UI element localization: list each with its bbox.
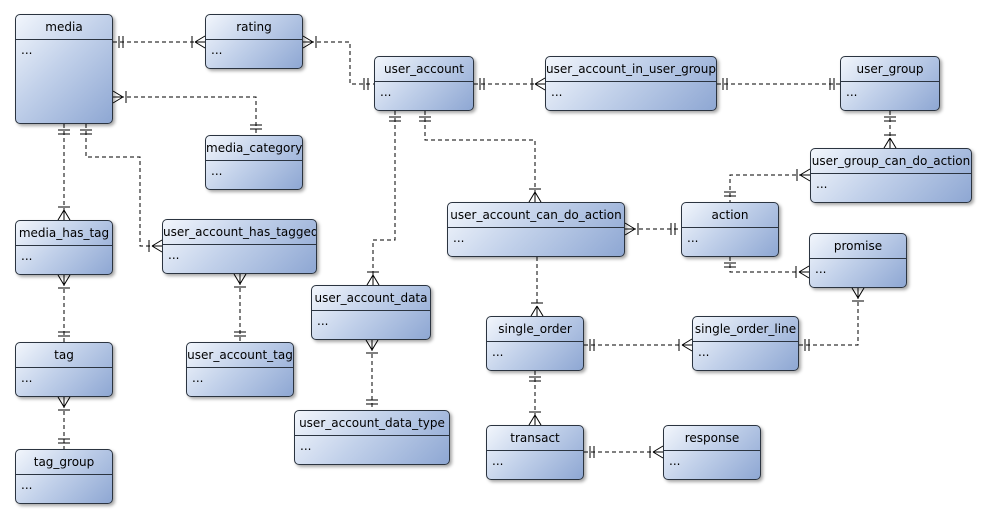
entity-name: user_account_has_tagged bbox=[163, 220, 316, 245]
entity-media-has-tag[interactable]: media_has_tag... bbox=[15, 220, 113, 275]
relationship-user-account-to-user-account-can-do-action[interactable] bbox=[419, 111, 542, 203]
relationship-rating-to-user-account[interactable] bbox=[302, 35, 374, 90]
entity-media[interactable]: media... bbox=[15, 14, 113, 124]
entity-name: promise bbox=[810, 234, 906, 259]
entity-response[interactable]: response... bbox=[663, 425, 761, 480]
entity-user-account-data-type[interactable]: user_account_data_type... bbox=[294, 410, 450, 465]
entity-attributes: ... bbox=[21, 43, 33, 57]
entity-name: rating bbox=[206, 15, 302, 40]
entity-attributes: ... bbox=[300, 439, 312, 453]
entity-name: user_account_data_type bbox=[295, 411, 449, 436]
entity-attributes: ... bbox=[211, 43, 223, 57]
entity-name: single_order_line bbox=[693, 317, 798, 342]
entity-attributes: ... bbox=[317, 314, 329, 328]
relationship-media-to-media-has-tag[interactable] bbox=[57, 124, 71, 221]
relationship-user-account-in-user-group-to-user-group[interactable] bbox=[717, 78, 840, 90]
entity-attributes: ... bbox=[816, 177, 828, 191]
entity-user-account-data[interactable]: user_account_data... bbox=[311, 285, 431, 340]
relationship-media-to-media-category[interactable] bbox=[112, 90, 262, 135]
entity-user-account-tag[interactable]: user_account_tag... bbox=[186, 342, 294, 397]
entity-media-category[interactable]: media_category... bbox=[205, 135, 303, 190]
relationship-user-account-to-user-account-data[interactable] bbox=[366, 111, 401, 286]
entity-attributes: ... bbox=[669, 454, 681, 468]
entity-attributes: ... bbox=[698, 345, 710, 359]
entity-attributes: ... bbox=[492, 454, 504, 468]
entity-rating[interactable]: rating... bbox=[205, 14, 303, 69]
entity-name: user_group bbox=[841, 57, 939, 82]
entity-attributes: ... bbox=[492, 345, 504, 359]
entity-name: user_account_tag bbox=[187, 343, 293, 368]
relationship-single-order-line-to-promise[interactable] bbox=[799, 287, 865, 351]
entity-attributes: ... bbox=[21, 371, 33, 385]
entity-single-order[interactable]: single_order... bbox=[486, 316, 584, 371]
entity-attributes: ... bbox=[815, 262, 827, 276]
relationship-user-group-to-user-group-can-do-action[interactable] bbox=[883, 111, 897, 149]
relationship-user-account-can-do-action-to-action[interactable] bbox=[624, 222, 681, 236]
relationship-user-account-data-to-user-account-data-type[interactable] bbox=[365, 339, 379, 410]
entity-name: response bbox=[664, 426, 760, 451]
entity-name: tag bbox=[16, 343, 112, 368]
entity-name: single_order bbox=[487, 317, 583, 342]
relationship-transact-to-response[interactable] bbox=[584, 445, 664, 459]
entity-user-account-has-tagged[interactable]: user_account_has_tagged... bbox=[162, 219, 317, 274]
relationship-user-account-to-user-account-in-user-group[interactable] bbox=[474, 77, 546, 91]
entity-promise[interactable]: promise... bbox=[809, 233, 907, 288]
entity-attributes: ... bbox=[192, 371, 204, 385]
relationship-media-to-user-account-has-tagged[interactable] bbox=[80, 124, 163, 253]
entity-name: user_account_in_user_group bbox=[546, 57, 716, 82]
entity-user-account[interactable]: user_account... bbox=[374, 56, 474, 111]
entity-action[interactable]: action... bbox=[681, 202, 779, 257]
entity-attributes: ... bbox=[380, 85, 392, 99]
relationship-tag-to-tag-group[interactable] bbox=[57, 396, 71, 449]
entity-user-group-can-do-action[interactable]: user_group_can_do_action... bbox=[810, 148, 972, 203]
entity-tag[interactable]: tag... bbox=[15, 342, 113, 397]
relationship-action-to-promise[interactable] bbox=[724, 257, 810, 279]
entity-name: user_group_can_do_action bbox=[811, 149, 971, 174]
relationship-single-order-to-single-order-line[interactable] bbox=[584, 338, 693, 352]
entity-attributes: ... bbox=[211, 164, 223, 178]
relationship-user-group-can-do-action-to-action[interactable] bbox=[724, 168, 811, 202]
entity-name: media bbox=[16, 15, 112, 40]
entity-name: user_account_data bbox=[312, 286, 430, 311]
entity-attributes: ... bbox=[551, 85, 563, 99]
relationship-lines bbox=[57, 35, 897, 459]
relationship-single-order-to-transact[interactable] bbox=[528, 371, 542, 426]
entity-name: media_has_tag bbox=[16, 221, 112, 246]
entity-transact[interactable]: transact... bbox=[486, 425, 584, 480]
entity-name: media_category bbox=[206, 136, 302, 161]
entity-attributes: ... bbox=[21, 478, 33, 492]
entity-user-account-in-user-group[interactable]: user_account_in_user_group... bbox=[545, 56, 717, 111]
relationship-user-account-has-tagged-to-user-account-tag[interactable] bbox=[233, 273, 247, 342]
entity-name: action bbox=[682, 203, 778, 228]
entity-name: user_account_can_do_action bbox=[448, 203, 624, 228]
entity-attributes: ... bbox=[687, 231, 699, 245]
entity-attributes: ... bbox=[846, 85, 858, 99]
entity-name: tag_group bbox=[16, 450, 112, 475]
relationship-media-to-rating[interactable] bbox=[113, 35, 206, 49]
entity-user-group[interactable]: user_group... bbox=[840, 56, 940, 111]
entity-attributes: ... bbox=[21, 249, 33, 263]
entity-single-order-line[interactable]: single_order_line... bbox=[692, 316, 799, 371]
entity-tag-group[interactable]: tag_group... bbox=[15, 449, 113, 504]
entity-user-account-can-do-action[interactable]: user_account_can_do_action... bbox=[447, 202, 625, 257]
entity-name: user_account bbox=[375, 57, 473, 82]
entity-name: transact bbox=[487, 426, 583, 451]
relationship-user-account-can-do-action-to-single-order[interactable] bbox=[530, 257, 544, 317]
relationship-media-has-tag-to-tag[interactable] bbox=[57, 274, 71, 342]
entity-attributes: ... bbox=[168, 248, 180, 262]
entity-attributes: ... bbox=[453, 231, 465, 245]
